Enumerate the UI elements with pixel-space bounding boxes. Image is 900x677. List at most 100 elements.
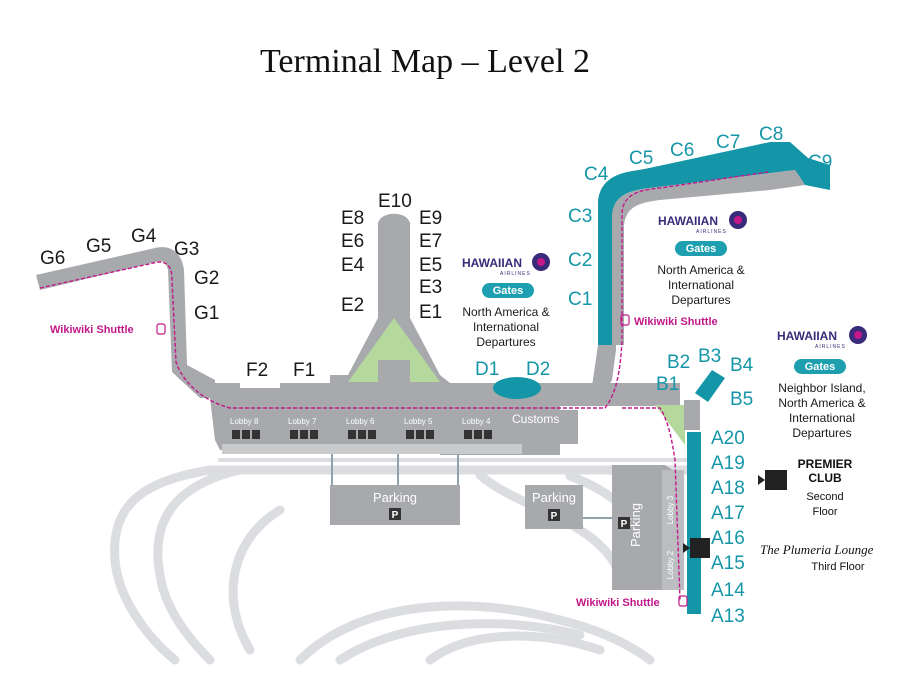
gate-f1: F1: [293, 360, 315, 381]
premier-line3: Second: [806, 491, 843, 503]
shuttle-icons: [156, 314, 688, 607]
dest-a-2: North America &: [778, 396, 865, 410]
plumeria-lounge-icon: [690, 538, 710, 558]
page-title: Terminal Map – Level 2: [260, 43, 590, 80]
customs-label: Customs: [512, 412, 559, 426]
gate-g4: G4: [131, 226, 157, 247]
airline-sub-c: AIRLINES: [696, 229, 727, 235]
gate-e5: E5: [419, 255, 442, 276]
gate-c4: C4: [584, 164, 609, 185]
lobby-label-3: Lobby 3: [666, 495, 675, 524]
gate-c2: C2: [568, 250, 592, 271]
lobby-label-4: Lobby 4: [462, 417, 491, 426]
dest-c-1: North America &: [657, 263, 744, 277]
concourse-a: [687, 432, 701, 614]
parking-icon: [548, 509, 560, 521]
lobby-label-8: Lobby 8: [230, 417, 259, 426]
airline-sub-central: AIRLINES: [500, 271, 531, 277]
premier-line4: Floor: [812, 506, 837, 518]
premier-club-icon: [765, 470, 787, 490]
concourse-c-inner: [612, 170, 805, 345]
gates-pill-central: [482, 283, 534, 298]
parking-symbol-mid: P: [551, 511, 558, 522]
dest-a-3: International: [789, 411, 855, 425]
concourse-e: [378, 222, 410, 322]
gate-c9: C9: [808, 152, 832, 173]
dest-c-3: Departures: [671, 293, 730, 307]
concourse-d: [493, 377, 541, 399]
gate-e6: E6: [341, 231, 364, 252]
gate-e1: E1: [419, 302, 442, 323]
airline-name-a: HAWAIIAN: [777, 329, 837, 343]
gate-e2: E2: [341, 295, 364, 316]
gate-c6: C6: [670, 140, 694, 161]
gates-pill-label-central: Gates: [493, 285, 524, 297]
gate-a13: A13: [711, 606, 745, 627]
gates-pill-label-a: Gates: [805, 361, 836, 373]
premier-club: PREMIER CLUB Second Floor: [758, 457, 853, 518]
parking-label-mid: Parking: [532, 490, 576, 505]
dest-central-3: Departures: [476, 335, 535, 349]
gates-pill-label-c: Gates: [686, 243, 717, 255]
gate-a14: A14: [711, 580, 745, 601]
lobby-label-6: Lobby 6: [346, 417, 375, 426]
gates-pill-a: [794, 359, 846, 374]
parking-label-central: Parking: [373, 490, 417, 505]
concourse-c-teal: [598, 142, 830, 345]
dest-a-1: Neighbor Island,: [778, 381, 865, 395]
gate-e9: E9: [419, 208, 442, 229]
gate-e4: E4: [341, 255, 365, 276]
gate-e8: E8: [341, 208, 364, 229]
gate-b2: B2: [667, 352, 690, 373]
customs-area: [508, 410, 578, 444]
airline-block-central: HAWAIIAN AIRLINES Gates North America & …: [462, 253, 550, 349]
gate-c3: C3: [568, 206, 592, 227]
parking-label-ewa: Parking: [628, 503, 643, 547]
parking-icon: [618, 517, 630, 529]
parking-mid: [525, 485, 583, 529]
gate-b1: B1: [656, 374, 679, 395]
airline-block-a: HAWAIIAN AIRLINES Gates Neighbor Island,…: [777, 326, 867, 440]
gate-g1: G1: [194, 303, 219, 324]
parking-walkways: [331, 450, 612, 519]
gate-g6: G6: [40, 248, 65, 269]
gate-e10: E10: [378, 191, 412, 212]
gate-a20: A20: [711, 428, 745, 449]
parking-symbol-central: P: [392, 510, 399, 521]
gate-a16: A16: [711, 528, 745, 549]
parking-icon: [389, 508, 401, 520]
concourse-g: [36, 247, 215, 398]
lobby-label-5: Lobby 5: [404, 417, 433, 426]
gate-c1: C1: [568, 289, 592, 310]
concourse-b-connector: [684, 400, 700, 430]
gate-a15: A15: [711, 553, 745, 574]
gate-b3: B3: [698, 346, 721, 367]
plumeria-floor: Third Floor: [811, 561, 865, 573]
gate-d2: D2: [526, 359, 550, 380]
gate-g2: G2: [194, 268, 219, 289]
airline-block-c: HAWAIIAN AIRLINES Gates North America & …: [657, 211, 747, 307]
gate-b4: B4: [730, 355, 754, 376]
premier-line1: PREMIER: [798, 457, 853, 471]
gate-a18: A18: [711, 478, 745, 499]
courtyard-green: [348, 318, 440, 382]
gate-f2: F2: [246, 360, 268, 381]
gate-g3: G3: [174, 239, 199, 260]
parking-symbol-ewa: P: [621, 519, 628, 530]
lobby-label-7: Lobby 7: [288, 417, 317, 426]
concourse-c-base: [590, 145, 805, 400]
gate-e7: E7: [419, 231, 442, 252]
lobby-label-2: Lobby 2: [666, 550, 675, 579]
gate-c5: C5: [629, 148, 653, 169]
main-terminal: [210, 213, 680, 455]
gate-a19: A19: [711, 453, 745, 474]
gate-b5: B5: [730, 389, 753, 410]
lobby-amenity-icons: [232, 430, 492, 439]
gate-e3: E3: [419, 277, 442, 298]
gate-c7: C7: [716, 132, 740, 153]
concourse-b: [695, 370, 725, 402]
gate-a17: A17: [711, 503, 745, 524]
gates-pill-c: [675, 241, 727, 256]
